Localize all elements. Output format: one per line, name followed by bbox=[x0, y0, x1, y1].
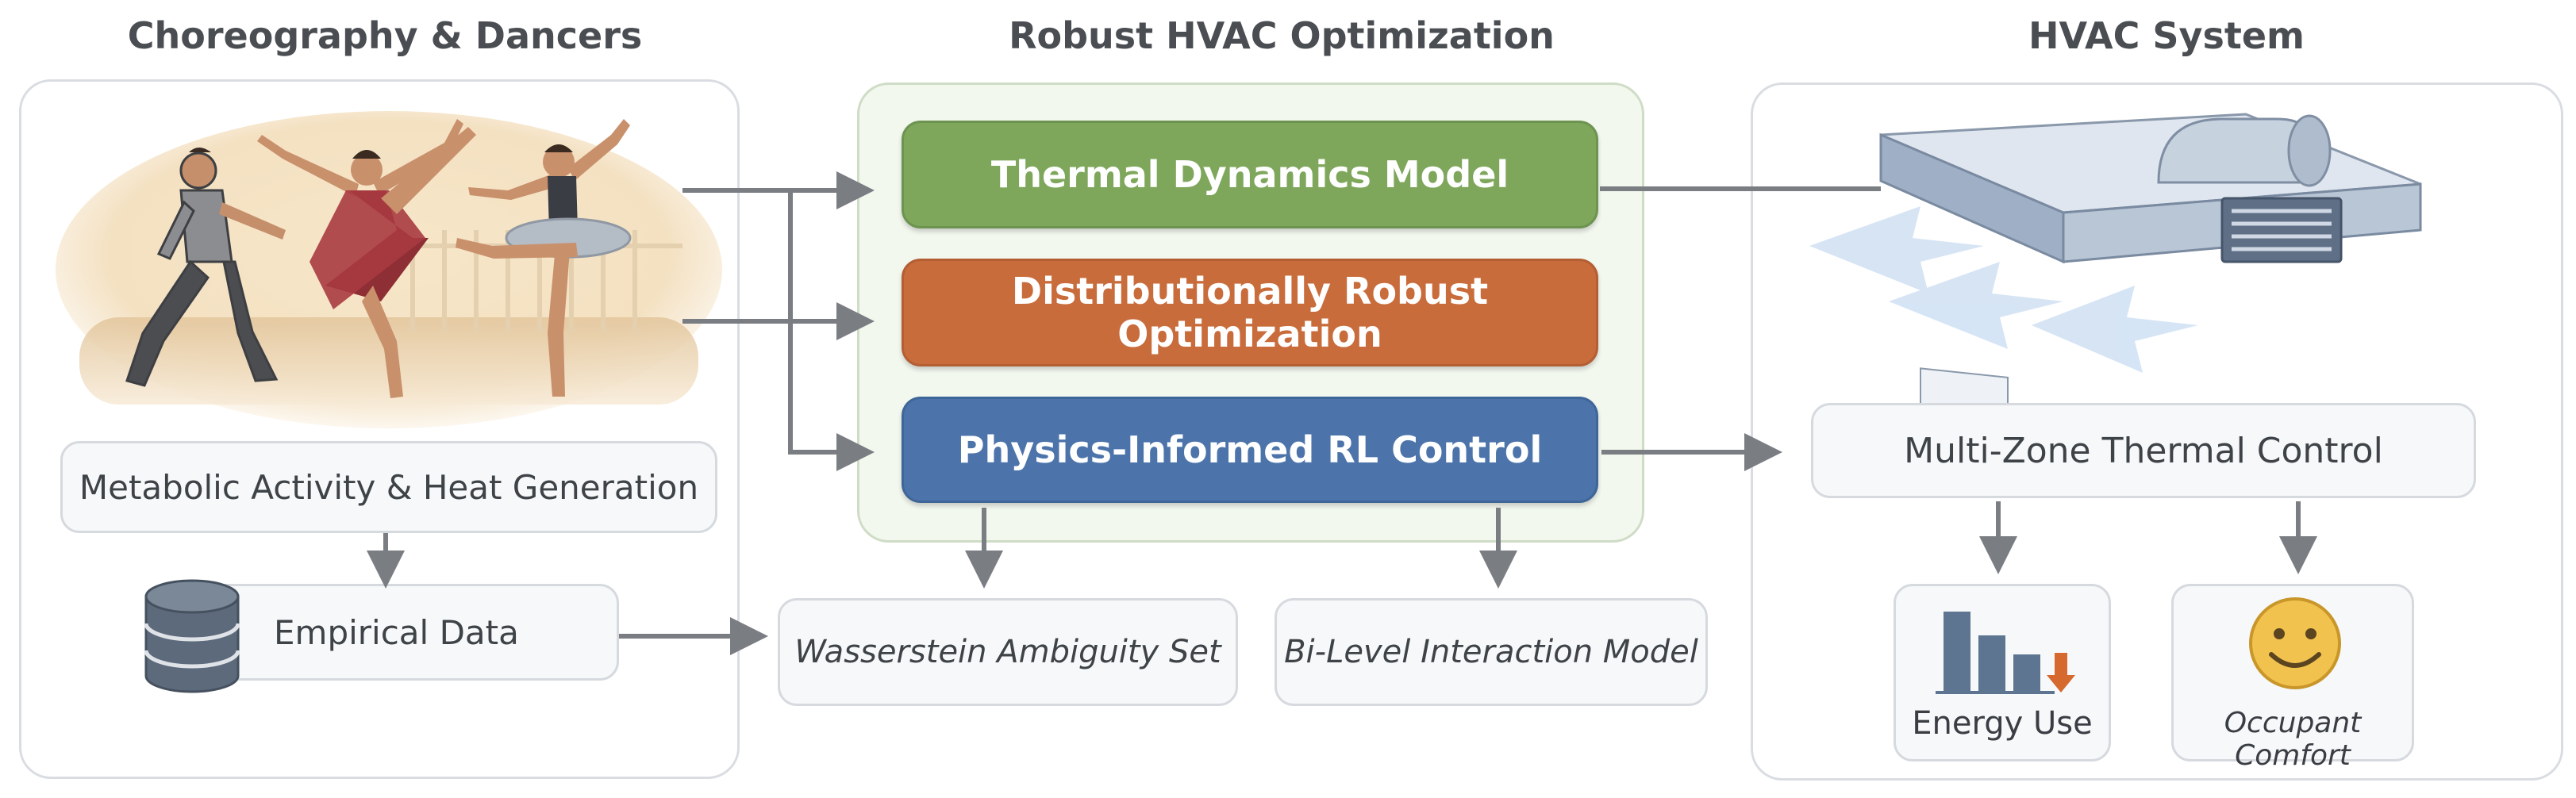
empirical-data-label: Empirical Data bbox=[274, 612, 519, 652]
title-hvac-system: HVAC System bbox=[2028, 14, 2305, 57]
down-arrow-icon bbox=[2047, 653, 2075, 692]
thermal-dynamics-model-box: Thermal Dynamics Model bbox=[902, 121, 1598, 228]
energy-use-label: Energy Use bbox=[1912, 705, 2093, 742]
wasserstein-ambiguity-box: Wasserstein Ambiguity Set bbox=[778, 598, 1238, 706]
bar-chart-icon bbox=[1936, 612, 2075, 694]
energy-use-card: Energy Use bbox=[1894, 584, 2111, 762]
empirical-data-box: Empirical Data bbox=[198, 584, 619, 681]
title-choreography: Choreography & Dancers bbox=[127, 14, 643, 57]
smiley-icon bbox=[2249, 597, 2341, 689]
arrow-branch-to-rl bbox=[788, 190, 875, 471]
title-robust-hvac: Robust HVAC Optimization bbox=[1009, 14, 1555, 57]
distributionally-robust-optimization-box: Distributionally Robust Optimization bbox=[902, 259, 1598, 366]
occupant-comfort-label: Occupant Comfort bbox=[2224, 707, 2362, 772]
multi-zone-thermal-control-box: Multi-Zone Thermal Control bbox=[1811, 403, 2476, 498]
metabolic-activity-box: Metabolic Activity & Heat Generation bbox=[60, 441, 717, 533]
occupant-comfort-card: Occupant Comfort bbox=[2171, 584, 2414, 772]
bilevel-interaction-box: Bi-Level Interaction Model bbox=[1275, 598, 1708, 706]
physics-informed-rl-box: Physics-Informed RL Control bbox=[902, 397, 1598, 503]
